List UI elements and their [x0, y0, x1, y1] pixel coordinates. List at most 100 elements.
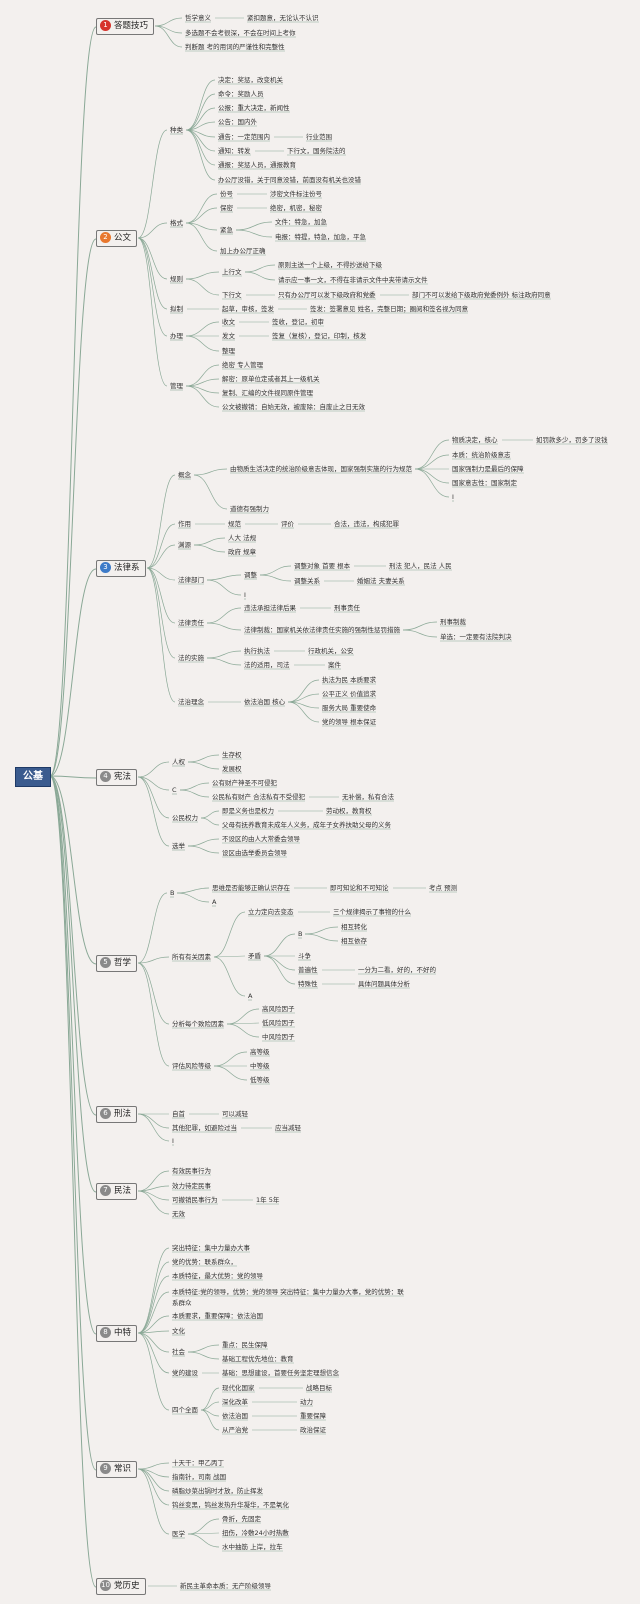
node-c3c2: 政府 规章 [228, 548, 257, 556]
node-c4a2: 发展权 [222, 765, 242, 773]
node-c3a2: 道德有强制力 [230, 505, 269, 513]
link-c1c [154, 25, 183, 48]
link-c2b1 [185, 193, 218, 224]
node-c3d1a: 调整对象 首要 根本 [294, 562, 351, 570]
node-c7d: 无效 [172, 1210, 185, 1218]
link-c4c2 [200, 817, 220, 826]
link-c8i4 [200, 1409, 220, 1431]
node-c5b1: 立力定向去变态 [248, 908, 294, 916]
node-c8h: 党的建设 [172, 1369, 198, 1377]
root-node: 公基 [15, 767, 51, 787]
link-c2a8 [185, 129, 216, 181]
node-c6a1: 可以减轻 [222, 1110, 248, 1118]
node-c3e2: 法律制裁：国家机关依法律责任实施的强制性惩罚措施 [244, 626, 400, 634]
node-c3c1: 人大 法规 [228, 534, 257, 542]
node-c8i2a: 动力 [300, 1398, 313, 1406]
node-c2f4: 公文被撤销：自始无效，被废除：自废止之日无效 [222, 403, 365, 411]
category-number-badge: 5 [100, 957, 111, 968]
node-c4b2: 公民私有财产 合法私有不受侵犯 [212, 793, 306, 801]
link-c8g2 [187, 1351, 220, 1360]
link-c7d [137, 1190, 170, 1215]
link-c3d1b [259, 574, 292, 582]
root-link-7 [49, 775, 97, 1193]
node-c3b: 作用 [178, 520, 191, 528]
link-c3c [146, 544, 176, 569]
node-c4c2: 父母有抚养教育未成年人义务，成年子女养扶助父母的义务 [222, 821, 391, 829]
link-c3e2 [206, 622, 242, 631]
link-c8f [137, 1330, 170, 1334]
node-c2c1: 上行文 [222, 268, 242, 276]
node-c8i3: 依法治国 [222, 1412, 248, 1420]
category-label: 宪法 [114, 772, 132, 782]
link-c8g1 [187, 1344, 220, 1353]
node-c8i1a: 战略目标 [306, 1384, 332, 1392]
node-c8i3a: 重要保障 [300, 1412, 326, 1420]
link-c3g1d [287, 701, 320, 723]
node-c5b2d: 特殊性 [298, 980, 318, 988]
node-c6b: 其他犯罪，如避险过当 [172, 1124, 237, 1132]
category-number-badge: 8 [100, 1327, 111, 1338]
node-c3f: 法的实施 [178, 654, 204, 662]
category-number-badge: 3 [100, 562, 111, 573]
node-c3a1d: 国家意志性：国家制定 [452, 479, 517, 487]
node-c2e: 办理 [170, 332, 183, 340]
node-c5b3: A [248, 992, 253, 1000]
node-c2e2: 发文 [222, 332, 235, 340]
node-c8i4a: 政治保证 [300, 1426, 326, 1434]
link-c2f [137, 237, 168, 387]
node-c3e1: 违法承担法律后果 [244, 604, 296, 612]
node-c3e1a: 刑事责任 [334, 604, 360, 612]
node-c3f1: 执行执法 [244, 647, 270, 655]
category-number-badge: 7 [100, 1185, 111, 1196]
node-c3a1: 由物质生活决定的统治阶级意志体现，国家强制实施的行为规范 [230, 465, 412, 473]
node-c2f3: 复制、汇编的文件视同原件管理 [222, 389, 313, 397]
node-c8d: 本质特征:党的领导，优势：党的领导 突出特征：集中力量办大事，党的优势：联 [172, 1288, 404, 1296]
link-c3d1a [259, 565, 292, 576]
node-c7c1: 1年 5年 [256, 1196, 280, 1204]
node-c7b: 效力待定民事 [172, 1182, 211, 1190]
node-c2a1: 决定：奖惩，改变机关 [218, 76, 283, 84]
node-c2b3a: 文件：特急，加急 [275, 218, 327, 226]
link-c2c2 [185, 278, 220, 296]
category-number-badge: 2 [100, 232, 111, 243]
node-c6b1: 应当减轻 [275, 1124, 301, 1132]
node-c5b2c1: 一分为二看，好的，不好的 [358, 966, 436, 974]
link-c2f2 [185, 378, 220, 387]
node-c2b2: 保密 [220, 204, 233, 212]
link-c7c [137, 1190, 170, 1201]
link-c5b2a2 [304, 933, 339, 942]
link-c4a1 [187, 754, 220, 763]
node-c9d: 钨丝变黑，钨丝发热升华凝华，不是氧化 [172, 1501, 289, 1509]
link-c4b2 [179, 789, 210, 798]
node-c2b1a: 涉密文件标注份号 [270, 190, 322, 198]
link-c9e2 [188, 1532, 220, 1535]
root-link-8 [49, 775, 97, 1335]
node-c2b1: 份号 [220, 190, 233, 198]
link-c3a1a [414, 439, 450, 470]
node-c9e: 医学 [172, 1530, 185, 1538]
node-c2b: 格式 [170, 219, 183, 227]
node-c3d1b: 调整关系 [294, 577, 320, 585]
node-c8i2: 深化改革 [222, 1398, 248, 1406]
link-c3e2b [402, 629, 438, 638]
node-c3b1b: 合法，违法，构成犯罪 [334, 520, 399, 528]
node-c2b3: 紧急 [220, 226, 233, 234]
link-c4c [137, 776, 170, 819]
node-c4b: C [172, 786, 177, 794]
category-number-badge: 1 [100, 20, 111, 31]
node-c2f: 管理 [170, 382, 183, 390]
node-c8i: 四个全面 [172, 1406, 198, 1414]
link-c5b2c [263, 955, 296, 971]
link-c3f [146, 567, 176, 659]
node-c2c: 规则 [170, 275, 183, 283]
node-c5d3: 低等级 [250, 1076, 270, 1084]
node-c2e2a: 签复（复核），登记，印制，核发 [272, 332, 367, 340]
node-c5a1a: 即可知论和不可知论 [330, 884, 389, 892]
node-c2c1b: 请示应一事一文，不得在非请示文件中夹带请示文件 [278, 276, 428, 284]
link-c3d1 [206, 574, 242, 581]
node-c8h1: 基础：思想建设，首要任务坚定理想信念 [222, 1369, 339, 1377]
